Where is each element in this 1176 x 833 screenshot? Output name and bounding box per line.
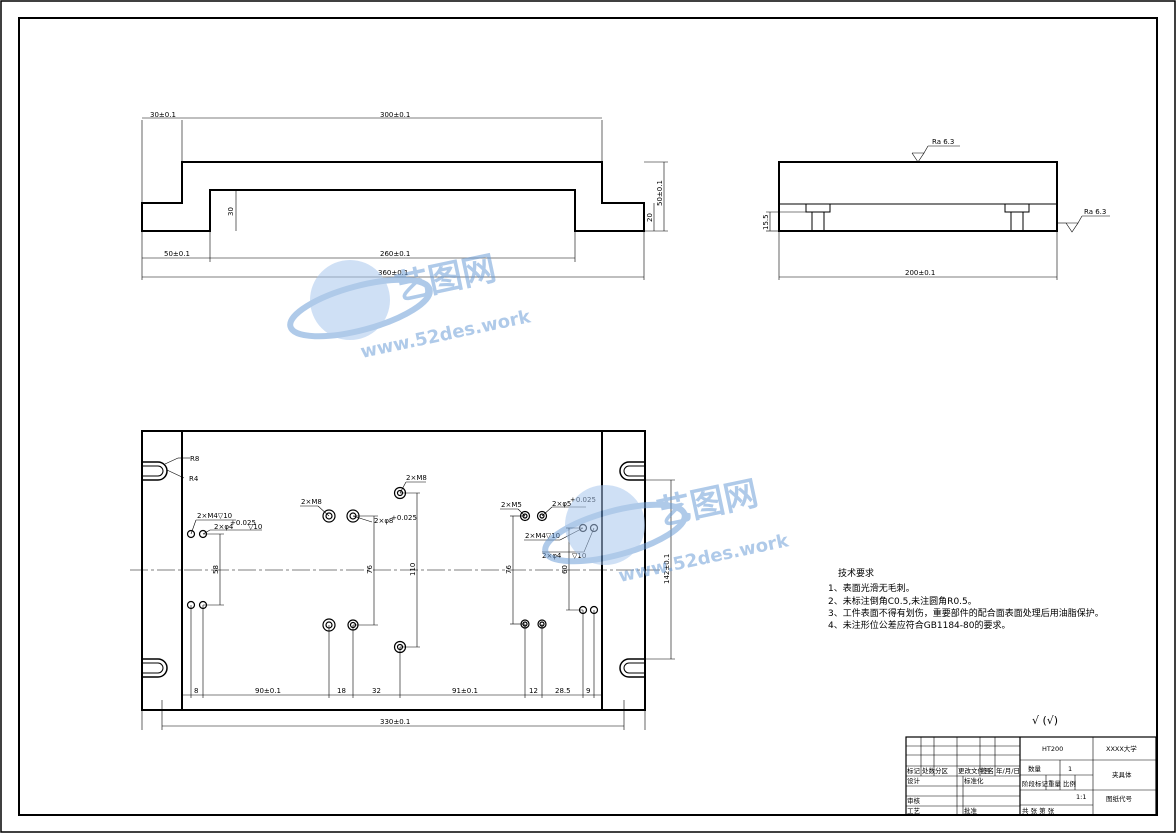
title-std: 标准化 — [964, 776, 984, 785]
title-part-name: 夹具体 — [1112, 770, 1132, 779]
label-phi5: 2×φ5 — [552, 500, 571, 508]
title-scale-label: 比例 — [1063, 779, 1076, 788]
label-r4: R4 — [189, 475, 199, 483]
label-m8b: 2×M8 — [406, 474, 427, 482]
tech-req-title: 技术要求 — [838, 567, 874, 579]
surface-finish-note: √ (√) — [1032, 714, 1058, 727]
dim-28-5: 28.5 — [555, 687, 571, 695]
tech-req-item-3: 3、工件表面不得有划伤，重要部件的配合面表面处理后用油脂保护。 — [828, 607, 1104, 619]
label-m5: 2×M5 — [501, 501, 522, 509]
front-view: 30±0.1 300±0.1 50±0.1 20 30 50±0.1 260±0… — [141, 111, 668, 280]
dim-142: 142±0.1 — [663, 554, 671, 584]
dim-110: 110 — [409, 563, 417, 576]
technical-requirements: 技术要求 1、表面光滑无毛刺。 2、未标注倒角C0.5,未注圆角R0.5。 3、… — [828, 567, 1104, 631]
label-phi8: 2×φ8 — [374, 517, 393, 525]
tech-req-item-4: 4、未注形位公差应符合GB1184-80的要求。 — [828, 619, 1010, 631]
dim-76b: 76 — [505, 565, 513, 574]
title-process: 工艺 — [907, 807, 921, 815]
watermark-url-2: www.52des.work — [617, 530, 792, 587]
label-phi4-tol: +0.025 — [230, 519, 256, 527]
label-phi8-tol: +0.025 — [391, 514, 417, 522]
title-qty: 1 — [1068, 765, 1072, 773]
inner-border — [18, 17, 1158, 816]
dim-91: 91±0.1 — [452, 687, 478, 695]
dim-32: 32 — [372, 687, 381, 695]
label-m4: 2×M4▽10 — [197, 512, 232, 520]
dim-60: 60 — [561, 565, 569, 574]
dim-8: 8 — [194, 687, 198, 695]
title-row-change: 更改文件号 — [958, 766, 991, 775]
label-m4b: 2×M4▽10 — [525, 532, 560, 540]
title-block: HT200 XXXX大学 数量 1 夹具体 阶段标记 重量 比例 1:1 图纸代… — [905, 736, 1157, 816]
label-r8: R8 — [190, 455, 199, 463]
title-row-sign: 签名 — [981, 766, 994, 775]
title-school: XXXX大学 — [1106, 744, 1137, 753]
dim-18: 18 — [337, 687, 346, 695]
dim-76a: 76 — [366, 565, 374, 574]
title-row-date: 年/月/日 — [996, 766, 1020, 775]
title-review: 审核 — [907, 796, 921, 805]
label-phi4b-depth: ▽10 — [572, 552, 586, 560]
dim-58: 58 — [212, 565, 220, 574]
dim-9: 9 — [586, 687, 590, 695]
side-view: Ra 6.3 Ra 6.3 15.5 200±0.1 — [762, 138, 1110, 280]
dim-30-vertical: 30 — [227, 207, 235, 216]
roughness-top: Ra 6.3 — [932, 138, 954, 146]
watermark-brand-2: 艺图网 — [654, 473, 762, 533]
label-phi4-depth: ▽10 — [248, 523, 262, 531]
dim-12: 12 — [529, 687, 538, 695]
label-m8a: 2×M8 — [301, 498, 322, 506]
title-stage-label: 阶段标记 — [1022, 779, 1049, 788]
tech-req-item-2: 2、未标注倒角C0.5,未注圆角R0.5。 — [828, 595, 977, 607]
title-row-mark: 标记 — [907, 766, 921, 775]
dim-30: 30±0.1 — [150, 111, 176, 119]
dim-200: 200±0.1 — [905, 269, 935, 277]
dim-300: 300±0.1 — [380, 111, 410, 119]
roughness-right: Ra 6.3 — [1084, 208, 1106, 216]
dim-15-5: 15.5 — [762, 214, 770, 230]
dim-20: 20 — [646, 213, 654, 222]
title-scale: 1:1 — [1076, 793, 1086, 801]
title-drawing-no: 图纸代号 — [1106, 794, 1133, 803]
dim-330: 330±0.1 — [380, 718, 410, 726]
title-sheet: 共 张 第 张 — [1022, 806, 1055, 815]
title-design: 设计 — [907, 776, 921, 785]
label-phi4: 2×φ4 — [214, 523, 234, 531]
tech-req-item-1: 1、表面光滑无毛刺。 — [828, 582, 915, 594]
dim-50-horizontal: 50±0.1 — [164, 250, 190, 258]
title-approve: 批准 — [964, 806, 978, 815]
title-weight-label: 重量 — [1048, 780, 1062, 788]
dim-90: 90±0.1 — [255, 687, 281, 695]
top-view: R8 R4 2×M4▽10 2×φ4 +0.025 ▽10 2×M8 2×φ8 … — [130, 430, 675, 730]
dim-360: 360±0.1 — [378, 269, 408, 277]
title-row-zone: 分区 — [935, 766, 949, 775]
dim-260: 260±0.1 — [380, 250, 410, 258]
watermark-1: 艺图网 www.52des.work — [287, 248, 533, 363]
title-row-count: 处数 — [922, 766, 936, 775]
title-qty-label: 数量 — [1028, 764, 1042, 773]
title-material: HT200 — [1042, 745, 1063, 753]
dim-50-vertical: 50±0.1 — [656, 180, 664, 206]
